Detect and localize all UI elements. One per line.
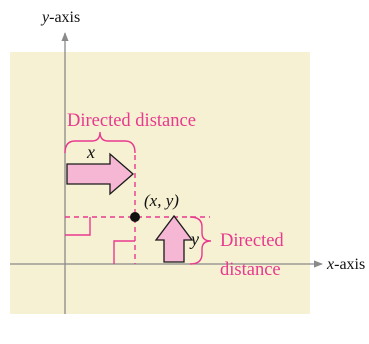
horizontal-distance-var: x xyxy=(86,142,95,162)
vertical-arrow xyxy=(154,214,194,263)
horizontal-arrow xyxy=(66,152,134,196)
right-angle-marker-y-axis xyxy=(65,217,91,236)
y-axis-label: y-axis xyxy=(40,9,80,26)
horizontal-distance-brace xyxy=(64,131,136,154)
vertical-distance-label-line1: Directed xyxy=(220,231,284,251)
vertical-distance-label-line2: distance xyxy=(220,260,281,280)
x-axis-label: x-axis xyxy=(326,256,365,273)
plane-background xyxy=(10,52,310,314)
right-angle-marker-x-axis xyxy=(113,240,135,264)
horizontal-distance-label: Directed distance xyxy=(67,111,196,131)
vertical-distance-brace xyxy=(189,216,212,265)
point-label: (x, y) xyxy=(144,191,179,210)
point-marker xyxy=(130,212,140,222)
vertical-distance-var: y xyxy=(189,229,199,249)
